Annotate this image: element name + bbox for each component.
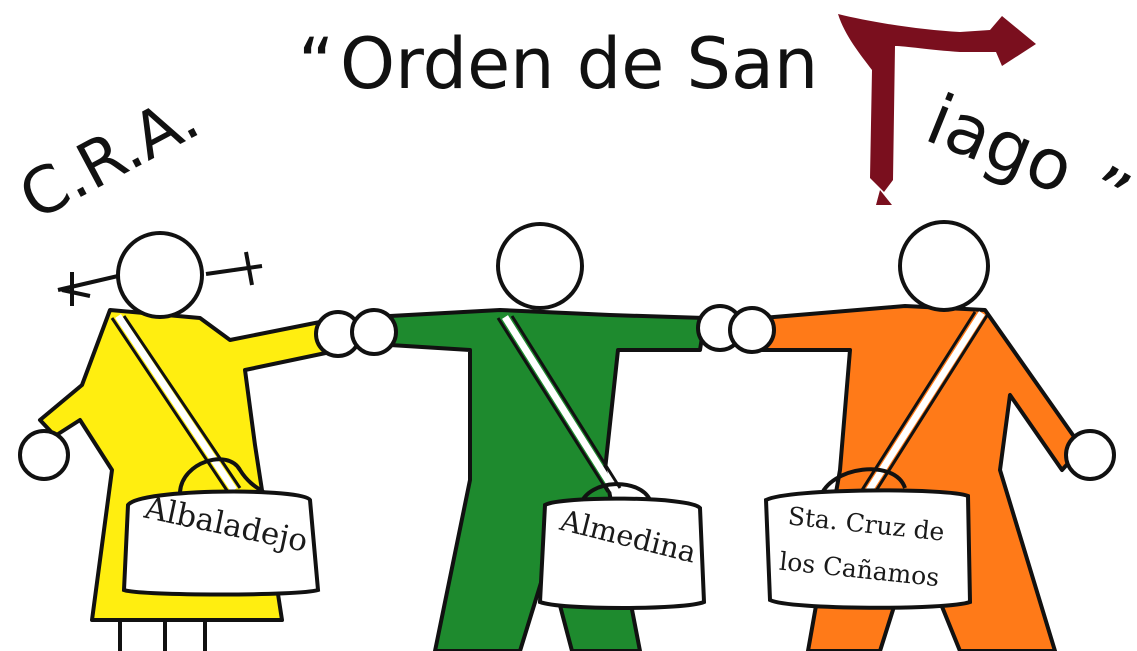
yellow-head (116, 231, 204, 319)
orange-right-hand (1064, 429, 1116, 481)
green-body (388, 308, 707, 651)
title-name-part1: Orden de San (340, 23, 818, 105)
green-bag (537, 496, 707, 610)
orange-child: Sta. Cruz de los Cañamos (760, 220, 1116, 651)
hair-left-icon (57, 272, 119, 306)
green-child: Almedina (388, 222, 707, 651)
orange-bag (763, 488, 973, 610)
cross-of-santiago-icon (838, 14, 1036, 205)
green-head (496, 222, 584, 310)
title-prefix: C.R.A. (8, 80, 211, 235)
title-quote-close: ” (1071, 149, 1137, 238)
orange-head (898, 220, 990, 312)
yellow-left-hand (18, 429, 70, 481)
clasped-hands-right (696, 304, 776, 354)
title: C.R.A. “ Orden de San iago ” (8, 23, 1137, 238)
hair-right-icon (205, 251, 263, 286)
yellow-child: Albaladejo (18, 231, 342, 651)
title-name-part2: iago (916, 78, 1085, 210)
yellow-bag (121, 489, 321, 597)
clasped-hands-left (314, 308, 398, 358)
title-quote-open: “ (298, 23, 334, 105)
